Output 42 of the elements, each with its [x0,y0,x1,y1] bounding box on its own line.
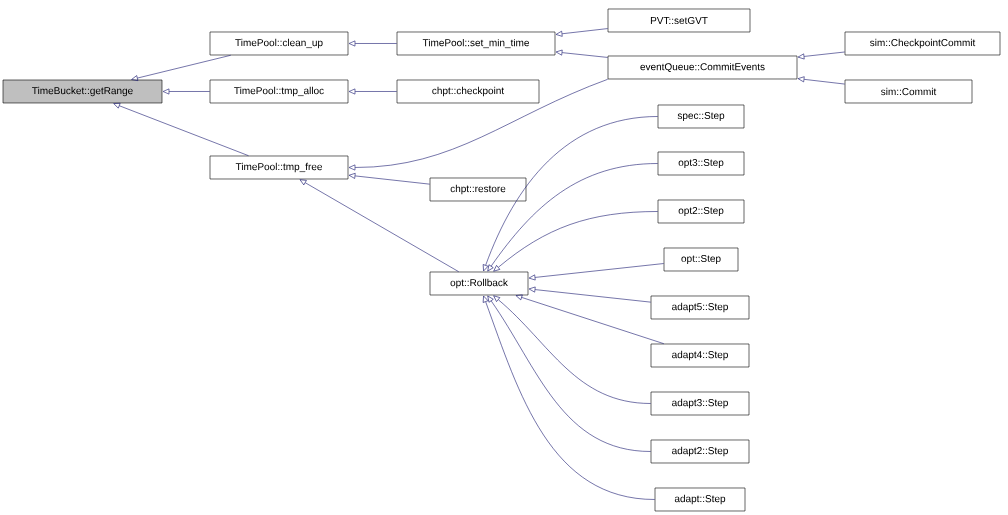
arrow [113,102,249,156]
arrow [482,295,655,500]
arrow [528,286,651,303]
function-box: adapt2::Step [650,439,750,464]
function-box: PVT::setGVT [607,8,751,33]
arrow [493,295,651,404]
function-box: sim::CheckpointCommit [844,31,1001,56]
arrow [299,179,459,272]
arrow [797,76,845,85]
arrow [555,49,608,58]
arrow [528,263,664,281]
arrow [348,173,430,185]
function-box: adapt3::Step [650,391,750,416]
function-box: TimePool::tmp_free [209,155,349,180]
function-box: opt3::Step [657,151,745,176]
function-box: eventQueue::CommitEvents [607,55,798,80]
function-box: TimePool::set_min_time [396,31,556,56]
arrow [348,79,608,171]
function-box: adapt4::Step [650,343,750,368]
arrow [487,295,651,452]
function-box: TimeBucket::getRange [2,79,163,104]
function-box: adapt5::Step [650,295,750,320]
function-box: chpt::checkpoint [396,79,540,104]
function-box: chpt::restore [429,177,527,202]
arrow [555,28,608,37]
arrow [487,163,658,272]
arrow [515,294,665,344]
function-box: opt::Step [663,247,739,272]
arrow [482,116,658,272]
arrow [348,88,397,95]
function-box: sim::Commit [844,79,973,104]
function-box: spec::Step [657,104,745,129]
function-box: opt2::Step [657,199,745,224]
arrow [797,51,845,60]
arrow [493,211,658,272]
function-box: TimePool::tmp_alloc [209,79,349,104]
function-box: opt::Rollback [429,271,529,296]
arrow [131,55,231,81]
arrow [162,88,210,95]
function-box: adapt::Step [654,487,746,512]
function-box: TimePool::clean_up [209,31,349,56]
arrow [348,40,397,47]
